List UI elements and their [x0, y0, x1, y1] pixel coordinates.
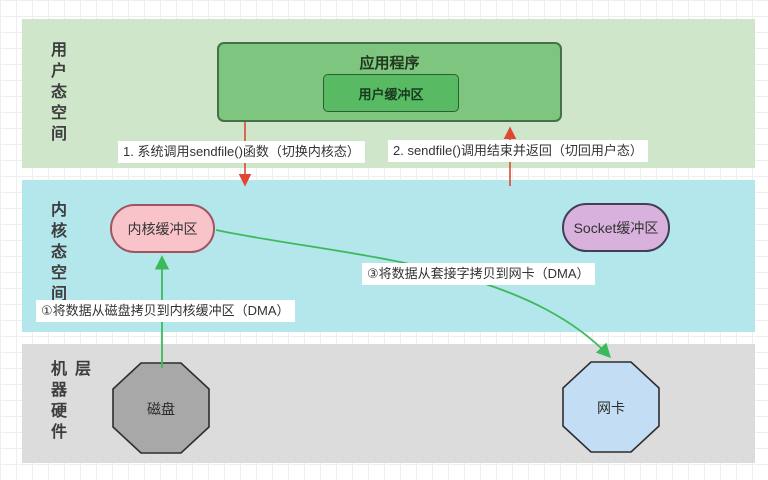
step2-label: 2. sendfile()调用结束并返回（切回用户态） [388, 140, 648, 162]
kernel-buffer-node: 内核缓冲区 [110, 204, 215, 253]
user-space-label: 用户态空间 [48, 41, 65, 146]
kernel-space-label: 内核态空间 [48, 201, 65, 306]
user-buffer-label: 用户缓冲区 [358, 86, 424, 102]
kernel-buffer-label: 内核缓冲区 [127, 220, 198, 237]
step1-label: 1. 系统调用sendfile()函数（切换内核态） [118, 141, 365, 163]
user-buffer-node: 用户缓冲区 [323, 74, 459, 112]
dma-disk-label: ①将数据从磁盘拷贝到内核缓冲区（DMA） [36, 300, 295, 322]
application-node: 应用程序 用户缓冲区 [217, 42, 562, 122]
socket-buffer-node: Socket缓冲区 [562, 203, 670, 252]
dma-nic-label: ③将数据从套接字拷贝到网卡（DMA） [362, 263, 595, 285]
nic-label: 网卡 [597, 400, 625, 416]
application-label: 应用程序 [359, 55, 420, 72]
disk-label: 磁盘 [147, 401, 175, 417]
socket-buffer-label: Socket缓冲区 [573, 219, 659, 236]
hardware-layer-label: 机器硬件层 [48, 360, 89, 444]
hardware-layer-band: 机器硬件层 [22, 344, 755, 463]
